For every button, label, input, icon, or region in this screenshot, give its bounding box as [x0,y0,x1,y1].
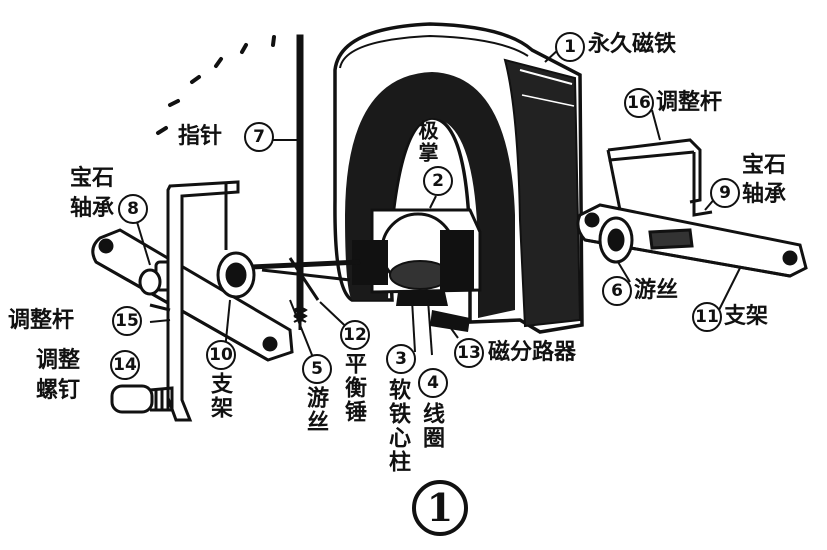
pointer [296,34,304,330]
magnetic-shunt [430,310,470,332]
label-pole-piece: 极掌 [415,120,439,164]
callout-8: 8 [118,194,148,224]
callout-3: 3 [386,344,416,374]
callout-1: 1 [555,32,585,62]
callout-16: 16 [624,88,654,118]
label-pointer: 指针 [178,124,223,149]
core-and-coil [352,208,482,306]
label-adjusting-screw-b: 螺钉 [36,378,81,403]
label-jewel-bearing-8-a: 宝石 [70,166,115,191]
left-bracket [91,228,294,362]
callout-15: 15 [112,306,142,336]
label-jewel-bearing-9-b: 轴承 [742,182,787,207]
leader-lines [133,47,741,371]
label-bracket-11: 支架 [724,304,769,329]
label-jewel-bearing-8-b: 轴承 [70,196,115,221]
label-hairspring-6: 游丝 [634,278,679,303]
callout-9: 9 [710,178,740,208]
label-adjusting-lever-16: 调整杆 [656,90,723,115]
callout-11: 11 [692,302,722,332]
label-magnetic-shunt: 磁分路器 [488,340,577,365]
callout-13: 13 [454,338,484,368]
callout-2: 2 [423,166,453,196]
label-soft-iron-core: 软铁心柱 [385,378,410,474]
callout-12: 12 [340,320,370,350]
label-permanent-magnet: 永久磁铁 [588,32,677,57]
label-hairspring-5: 游丝 [303,386,328,434]
label-adjusting-lever-15: 调整杆 [8,308,75,333]
adjusting-screw [110,384,174,414]
callout-14: 14 [110,350,140,380]
callout-6: 6 [602,276,632,306]
callout-10: 10 [206,340,236,370]
callout-5: 5 [302,354,332,384]
right-adjusting-lever [606,138,713,217]
callout-7: 7 [244,122,274,152]
label-adjusting-screw-a: 调整 [36,348,81,373]
label-balance-weight: 平衡锤 [341,352,366,424]
label-jewel-bearing-9-a: 宝石 [742,153,787,178]
left-adjusting-lever [149,180,240,422]
figure-number: 1 [412,480,468,536]
label-bracket-10: 支架 [207,372,232,420]
callout-4: 4 [418,368,448,398]
right-bearing [598,216,694,264]
label-coil: 线圈 [419,402,444,450]
